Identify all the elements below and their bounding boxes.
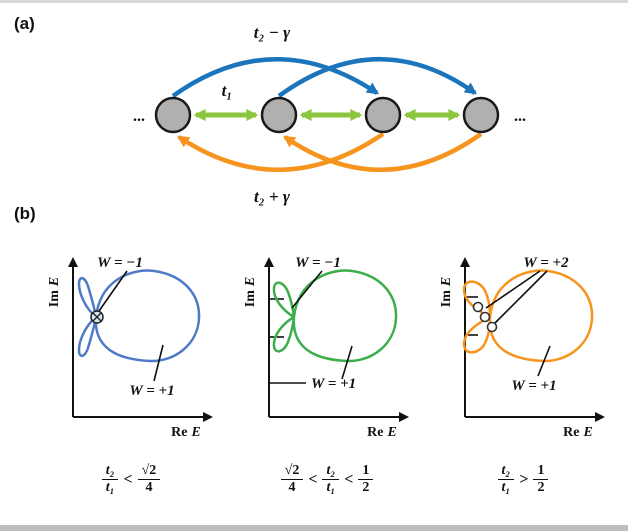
lattice-site-3 <box>364 96 402 134</box>
condition-3: t₂ t₁ > 1 2 <box>497 463 549 496</box>
lattice-site-4 <box>462 96 500 134</box>
blue-hopping-arc-2 <box>277 57 477 98</box>
degeneracy-point-marker-1 <box>472 301 484 313</box>
relation-sign: < <box>308 470 318 488</box>
winding-label-bottom: W = +1 <box>129 383 174 399</box>
t1-label: t₁ <box>222 81 233 100</box>
fraction-t2-t1: t₂ t₁ <box>497 463 515 496</box>
t2-minus-gamma-label: t₂ − γ <box>254 23 291 42</box>
energy-spectrum-curve <box>77 269 201 363</box>
fraction-1-2: 1 2 <box>533 463 549 496</box>
w-plus2-leader-line-1 <box>485 270 541 309</box>
winding-label-bottom: W = +1 <box>511 378 556 394</box>
lattice-diagram: ... ... t₁ t₂ − γ t₂ + γ <box>133 23 526 206</box>
fraction-t2-t1: t₂ t₁ <box>101 463 119 496</box>
w-minus1-leader-line <box>291 270 323 309</box>
fraction-1-2: 1 2 <box>358 463 374 496</box>
im-axis-label: ImE <box>439 277 454 307</box>
panel-a-label: (a) <box>14 14 35 33</box>
ellipsis-left: ... <box>133 108 145 125</box>
energy-spectrum-curve <box>462 269 594 363</box>
fraction-sqrt2-4: √2 4 <box>137 463 161 496</box>
condition-1: t₂ t₁ < √2 4 <box>101 463 161 496</box>
degeneracy-point-marker-2 <box>479 311 491 323</box>
condition-2: √2 4 < t₂ t₁ < 1 2 <box>280 463 374 496</box>
panel-b-label: (b) <box>14 204 36 223</box>
marker-cross-icon <box>92 312 102 322</box>
winding-label-bottom: W = +1 <box>311 376 356 392</box>
relation-sign: < <box>344 470 354 488</box>
w-plus1-leader-line <box>537 345 551 377</box>
screenshot-edge-top <box>0 0 628 3</box>
degeneracy-point-marker-3 <box>486 321 498 333</box>
lattice-site-2 <box>260 96 298 134</box>
winding-label-top: W = −1 <box>97 255 143 271</box>
t2-plus-gamma-label: t₂ + γ <box>254 187 291 206</box>
fraction-t2-t1: t₂ t₁ <box>322 463 340 496</box>
winding-label-top: W = +2 <box>523 255 569 271</box>
relation-sign: > <box>519 470 529 488</box>
orange-hopping-arc-2 <box>283 132 483 172</box>
im-axis-label: ImE <box>47 277 62 307</box>
energy-spectrum-curve <box>272 269 398 363</box>
w-minus1-leader-line <box>98 270 128 312</box>
fraction-sqrt2-4: √2 4 <box>280 463 304 496</box>
screenshot-edge-bottom <box>0 525 628 531</box>
w-plus2-leader-line-2 <box>493 270 548 325</box>
winding-label-top: W = −1 <box>295 255 341 271</box>
w-plus1-leader-line <box>153 344 164 382</box>
orange-hopping-arc-1 <box>176 132 385 172</box>
lattice-site-1 <box>154 96 192 134</box>
w-plus1-leader-line <box>341 345 353 380</box>
im-axis-label: ImE <box>243 277 258 307</box>
relation-sign: < <box>123 470 133 488</box>
ellipsis-right: ... <box>514 108 526 125</box>
blue-hopping-arc-1 <box>171 57 379 98</box>
